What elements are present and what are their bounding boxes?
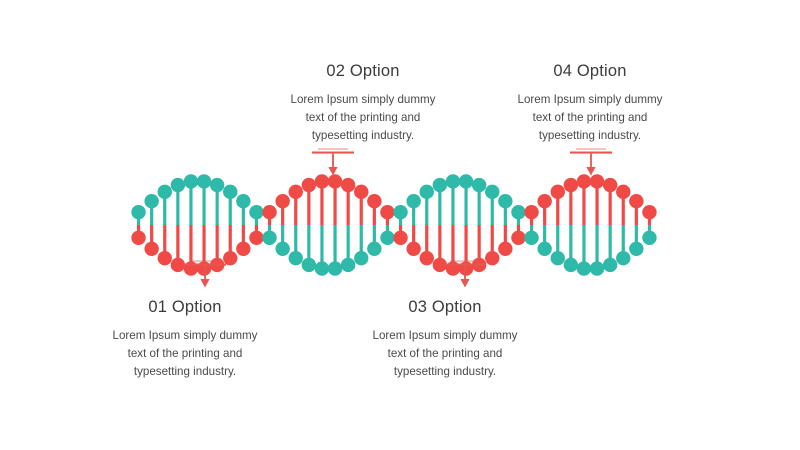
- callout-02-body: Lorem Ipsum simply dummy text of the pri…: [243, 91, 483, 145]
- callout-02-body-line-2: text of the printing and: [305, 110, 421, 124]
- callout-02-body-line-1: Lorem Ipsum simply dummy: [290, 92, 436, 106]
- dna-segment-4: [524, 174, 657, 276]
- callout-01-title: 01 Option: [148, 298, 222, 316]
- callout-04-body-line-2: text of the printing and: [532, 110, 648, 124]
- callout-01-body-line-2: text of the printing and: [127, 346, 243, 360]
- callout-01-body-line-3: typesetting industry.: [133, 364, 237, 378]
- callout-03-body-line-2: text of the printing and: [387, 346, 503, 360]
- callout-03-title: 03 Option: [408, 298, 482, 316]
- connector-arrow-04: [570, 148, 612, 176]
- callout-04-body-line-3: typesetting industry.: [538, 128, 642, 142]
- callout-03-body: Lorem Ipsum simply dummy text of the pri…: [325, 327, 565, 381]
- dna-segment-1: [131, 174, 264, 276]
- callout-01-body-line-1: Lorem Ipsum simply dummy: [112, 328, 258, 342]
- callout-04-body: Lorem Ipsum simply dummy text of the pri…: [470, 91, 710, 145]
- callout-02-body-line-3: typesetting industry.: [311, 128, 415, 142]
- callout-01-body: Lorem Ipsum simply dummy text of the pri…: [65, 327, 305, 381]
- callout-01[interactable]: 01 Option Lorem Ipsum simply dummy text …: [65, 298, 305, 381]
- callout-02[interactable]: 02 Option Lorem Ipsum simply dummy text …: [243, 62, 483, 145]
- connector-arrow-03: [444, 260, 486, 288]
- callout-04-title: 04 Option: [553, 62, 627, 80]
- callout-03-body-line-1: Lorem Ipsum simply dummy: [372, 328, 518, 342]
- dna-segment-2: [262, 174, 395, 276]
- connector-arrow-01: [184, 260, 226, 288]
- callout-04-body-line-1: Lorem Ipsum simply dummy: [517, 92, 663, 106]
- callout-03-body-line-3: typesetting industry.: [393, 364, 497, 378]
- callout-02-title: 02 Option: [326, 62, 400, 80]
- callout-03[interactable]: 03 Option Lorem Ipsum simply dummy text …: [325, 298, 565, 381]
- connector-arrow-02: [312, 148, 354, 176]
- callout-04[interactable]: 04 Option Lorem Ipsum simply dummy text …: [470, 62, 710, 145]
